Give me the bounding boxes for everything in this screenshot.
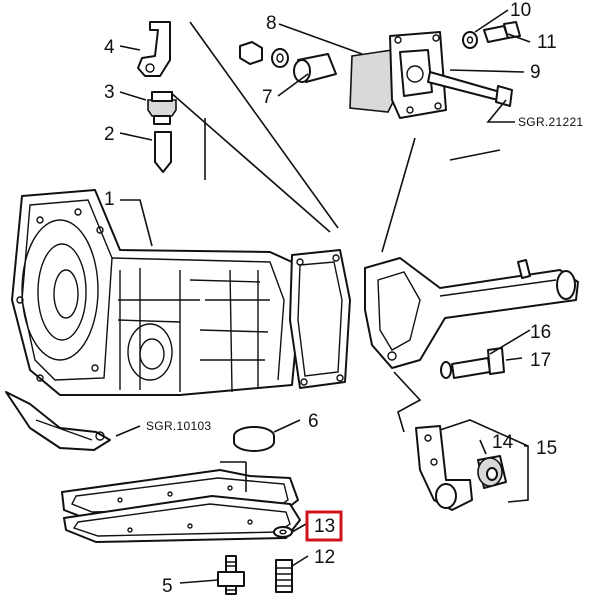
leader-line	[278, 23, 363, 55]
highlight-box	[305, 510, 343, 542]
long-bolt	[427, 71, 513, 107]
leader-line	[505, 357, 523, 361]
leader-line	[120, 199, 153, 247]
leader-line	[393, 371, 422, 433]
washer-part-13	[273, 526, 293, 538]
callout-5: 5	[162, 576, 173, 597]
leader-line	[486, 99, 515, 123]
leader-line	[189, 21, 339, 229]
bolt-part-11	[483, 21, 521, 43]
leader-line	[479, 439, 487, 455]
callout-10: 10	[510, 0, 531, 21]
callout-7: 7	[262, 87, 273, 108]
stud-part-5	[217, 555, 245, 595]
leader-line	[449, 149, 501, 161]
leader-line	[489, 329, 531, 355]
plug-part-6	[233, 426, 275, 452]
leader-line	[273, 419, 301, 433]
leader-line	[115, 425, 141, 437]
callout-16: 16	[530, 322, 551, 343]
leader-line	[220, 461, 247, 492]
callout-2: 2	[104, 124, 115, 145]
sleeve-part-7	[293, 53, 337, 83]
plug-part-3	[147, 91, 177, 125]
crossmember	[364, 257, 579, 369]
leader-line	[439, 419, 529, 503]
callout-1: 1	[104, 189, 115, 210]
oil-pan-gasket	[61, 469, 301, 543]
leader-line	[381, 137, 416, 253]
callout-12: 12	[314, 547, 335, 568]
leader-line	[277, 73, 309, 97]
bolt-part-12	[275, 559, 293, 593]
bolt-part-17	[440, 347, 505, 379]
callout-9: 9	[530, 62, 541, 83]
ref-sgr-left: SGR.10103	[146, 419, 211, 433]
washer-part-10	[462, 31, 478, 49]
callout-6: 6	[308, 411, 319, 432]
callout-4: 4	[104, 37, 115, 58]
leader-line	[449, 69, 525, 73]
ref-sgr-top: SGR.21221	[518, 115, 583, 129]
leader-line	[291, 555, 309, 567]
pin-part-2	[154, 131, 172, 173]
leader-line	[119, 91, 147, 101]
leader-line	[474, 9, 509, 33]
bush-part-14	[477, 455, 507, 489]
leader-line	[179, 579, 219, 584]
nut-washer-set	[239, 41, 289, 68]
leader-line	[119, 45, 141, 51]
leader-line	[119, 132, 153, 141]
bracket-part-4	[137, 21, 171, 77]
callout-17: 17	[530, 350, 551, 371]
leader-line	[169, 91, 331, 233]
rear-gasket	[289, 249, 351, 389]
leader-line	[291, 523, 307, 533]
leader-line	[507, 33, 531, 43]
callout-14: 14	[492, 432, 514, 453]
mount-block	[349, 31, 447, 119]
callout-13: 13	[314, 516, 335, 537]
skid-plate	[5, 391, 111, 451]
callout-3: 3	[104, 82, 115, 103]
gearbox-housing	[11, 189, 301, 396]
callout-15: 15	[536, 438, 557, 459]
bracket-part-15	[415, 425, 473, 511]
callout-11: 11	[537, 32, 557, 53]
callout-8: 8	[266, 13, 277, 34]
